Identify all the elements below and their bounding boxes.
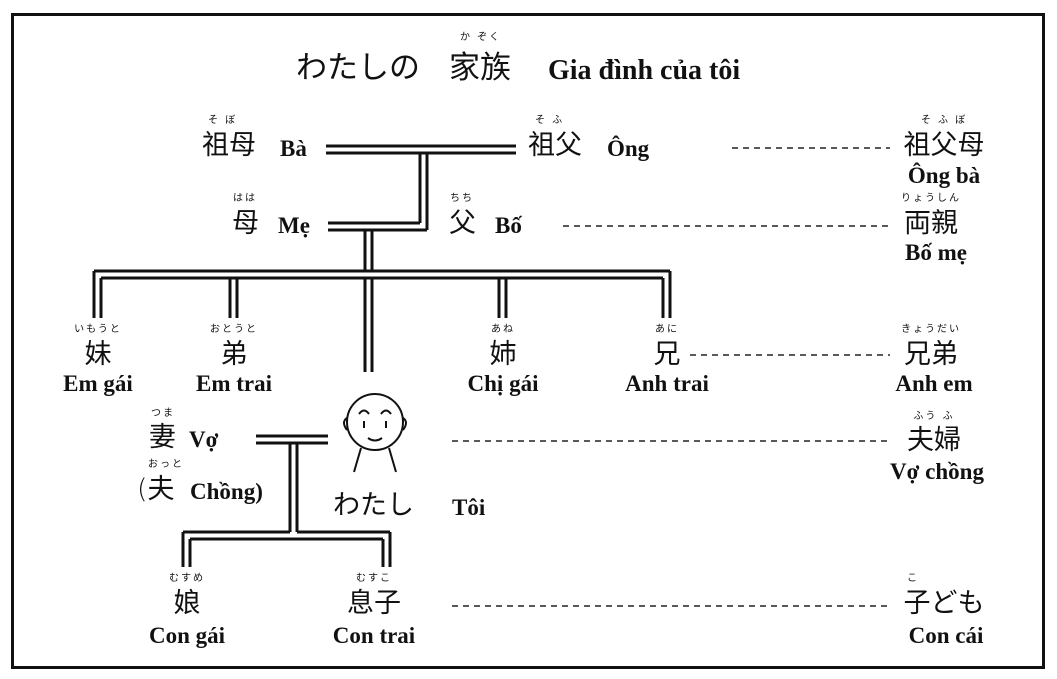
title-ruby: か ぞく xyxy=(460,32,502,43)
grandparents-ruby: そ ふ ぼ xyxy=(920,115,968,126)
parents-ruby: りょうしん xyxy=(901,193,961,204)
title-vietnamese: Gia đình của tôi xyxy=(548,55,741,86)
siblings-ruby: きょうだい xyxy=(901,324,961,335)
parents-kanji: 両親 xyxy=(904,208,958,239)
children-vi: Con cái xyxy=(908,623,984,648)
grandfather-vi: Ông xyxy=(607,136,650,161)
wife-vi: Vợ xyxy=(189,427,219,452)
grandmother-ruby: そ ぼ xyxy=(208,115,238,126)
younger-sister-kanji: 妹 xyxy=(84,339,112,370)
wife-ruby: つま xyxy=(151,408,175,419)
siblings-kanji: 兄弟 xyxy=(904,339,958,370)
father-vi: Bố xyxy=(495,213,522,238)
mother-kanji: 母 xyxy=(232,208,259,239)
grandfather-kanji: 祖父 xyxy=(528,130,582,161)
older-brother-vi: Anh trai xyxy=(625,371,709,396)
younger-brother-kanji: 弟 xyxy=(220,339,248,370)
connector-lines xyxy=(92,144,672,567)
husband-kanji: (夫 xyxy=(137,474,175,505)
son-vi: Con trai xyxy=(332,623,416,648)
younger-sister-ruby: いもうと xyxy=(74,324,122,335)
older-brother-ruby: あに xyxy=(655,324,679,335)
grandfather-ruby: そ ふ xyxy=(535,115,565,126)
younger-brother-vi: Em trai xyxy=(195,371,273,396)
title-japanese-prefix: わたしの xyxy=(296,50,420,86)
daughter-kanji: 娘 xyxy=(173,588,201,619)
mother-vi: Mẹ xyxy=(278,213,310,238)
father-kanji: 父 xyxy=(449,208,476,239)
parents-vi: Bố mẹ xyxy=(905,240,967,265)
younger-brother-ruby: おとうと xyxy=(210,324,258,335)
me-vi: Tôi xyxy=(452,495,486,520)
children-ruby: こ xyxy=(907,573,919,584)
older-brother-kanji: 兄 xyxy=(653,339,681,370)
grandmother-kanji: 祖母 xyxy=(202,130,256,161)
older-sister-vi: Chị gái xyxy=(467,371,539,396)
me-figure-icon xyxy=(343,393,407,473)
couple-ruby: ふう ふ xyxy=(913,411,955,422)
siblings-vi: Anh em xyxy=(895,371,973,396)
older-sister-kanji: 姉 xyxy=(489,339,517,370)
son-ruby: むすこ xyxy=(356,573,392,584)
husband-vi: Chồng) xyxy=(190,479,263,504)
wife-kanji: 妻 xyxy=(149,422,176,453)
husband-ruby: おっと xyxy=(148,459,184,470)
couple-kanji: 夫婦 xyxy=(907,425,961,456)
older-sister-ruby: あね xyxy=(491,324,515,335)
daughter-ruby: むすめ xyxy=(169,573,205,584)
couple-vi: Vợ chồng xyxy=(890,459,984,484)
grandmother-vi: Bà xyxy=(280,136,307,161)
daughter-vi: Con gái xyxy=(148,623,226,648)
children-kanji: 子ども xyxy=(903,588,985,619)
father-ruby: ちち xyxy=(450,193,474,204)
son-kanji: 息子 xyxy=(347,588,401,619)
mother-ruby: はは xyxy=(233,193,257,204)
grandparents-vi: Ông bà xyxy=(907,163,981,188)
dashed-guides xyxy=(452,147,890,607)
grandparents-kanji: 祖父母 xyxy=(903,130,985,161)
me-kanji: わたし xyxy=(333,490,414,521)
diagram-frame xyxy=(11,13,1045,669)
title-japanese-kanji: 家族 xyxy=(449,50,511,86)
younger-sister-vi: Em gái xyxy=(63,371,133,396)
